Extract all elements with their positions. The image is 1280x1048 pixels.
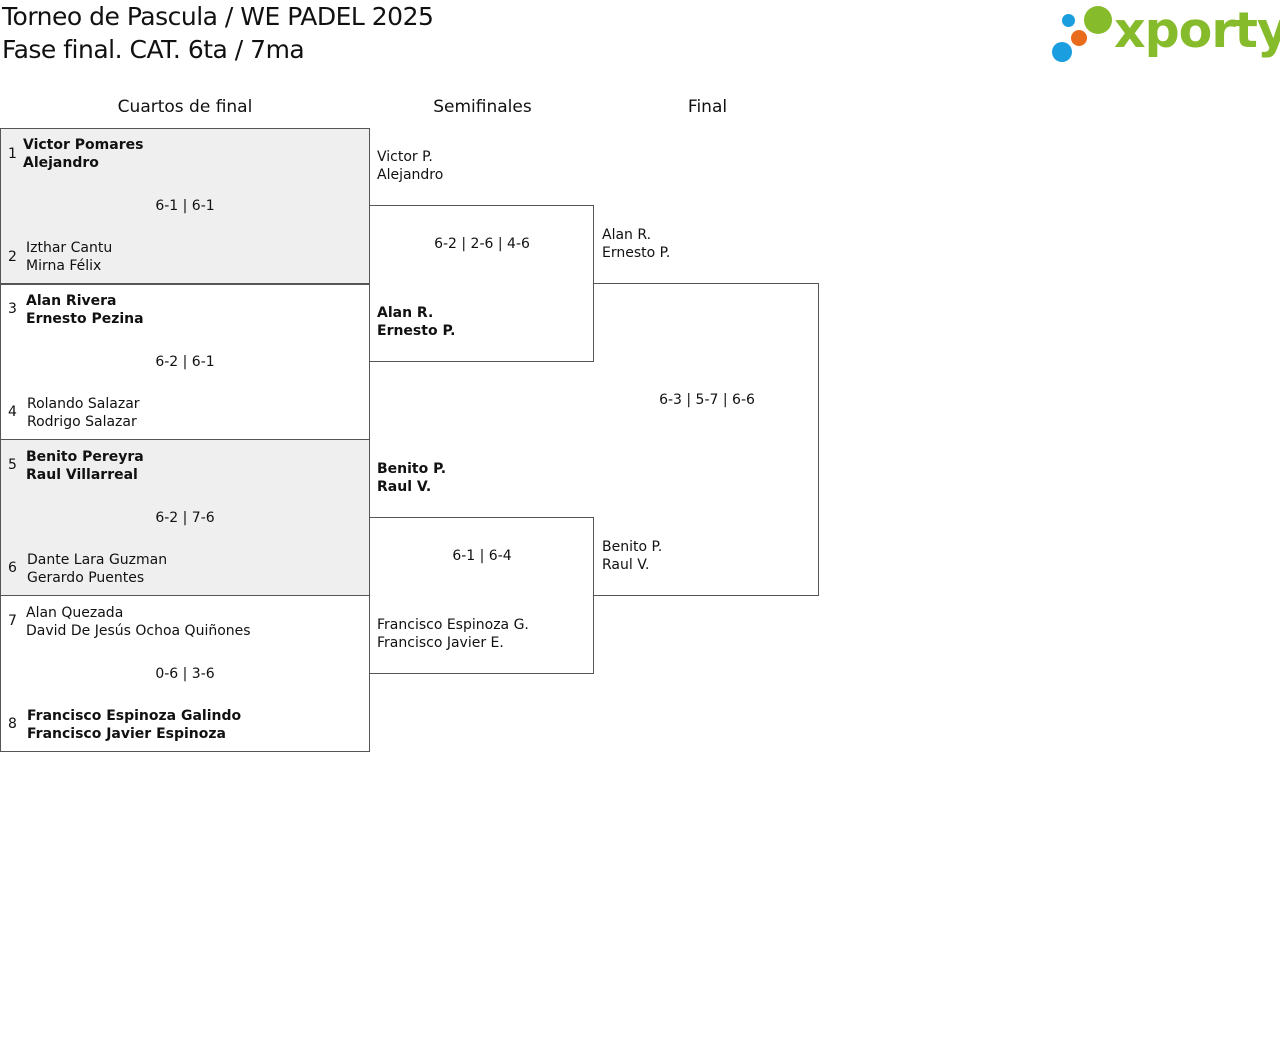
sf2-bottom-team: Francisco Espinoza G. Francisco Javier E…: [377, 616, 529, 652]
qf1-top-team: Victor Pomares Alejandro: [23, 136, 143, 172]
player-name: Alan R.: [602, 227, 652, 243]
logo-dot-green: [1084, 6, 1112, 34]
final-bottom-team: Benito P. Raul V.: [602, 538, 662, 574]
phase-title: Fase final. CAT. 6ta / 7ma: [2, 35, 305, 64]
player-name: Victor P.: [377, 149, 433, 165]
sf1-top-team: Victor P. Alejandro: [377, 148, 443, 184]
seed-number: 6: [8, 560, 17, 576]
quarterfinal-match-2: 3 Alan Rivera Ernesto Pezina 6-2 | 6-1 4…: [0, 283, 370, 440]
round-title-quarterfinals: Cuartos de final: [117, 97, 253, 117]
seed-number: 2: [8, 249, 17, 265]
quarterfinal-match-3: 5 Benito Pereyra Raul Villarreal 6-2 | 7…: [0, 439, 370, 596]
qf4-bottom-team: Francisco Espinoza Galindo Francisco Jav…: [27, 707, 241, 743]
qf3-top-team: Benito Pereyra Raul Villarreal: [26, 448, 144, 484]
seed-number: 4: [8, 404, 17, 420]
player-name: Benito P.: [602, 539, 663, 555]
player-name: Ernesto P.: [602, 245, 671, 261]
player-name: Alan R.: [377, 305, 434, 321]
qf2-bottom-team: Rolando Salazar Rodrigo Salazar: [27, 395, 140, 431]
player-name: Alan Rivera: [26, 293, 117, 309]
final-top-team: Alan R. Ernesto P.: [602, 226, 670, 262]
sf1-match-score: 6-2 | 2-6 | 4-6: [434, 236, 530, 252]
player-name: Rolando Salazar: [27, 396, 140, 412]
player-name: Raul V.: [377, 479, 432, 495]
player-name: Alejandro: [23, 155, 99, 171]
player-name: David De Jesús Ochoa Quiñones: [26, 623, 251, 639]
player-name: Alejandro: [377, 167, 444, 183]
quarterfinal-match-1: 1 Victor Pomares Alejandro 6-1 | 6-1 2 I…: [0, 128, 370, 285]
final-match-score: 6-3 | 5-7 | 6-6: [659, 392, 755, 408]
qf2-top-team: Alan Rivera Ernesto Pezina: [26, 292, 144, 328]
xporty-logo: xporty: [1050, 2, 1280, 68]
seed-number: 8: [8, 716, 17, 732]
seed-number: 1: [8, 146, 17, 162]
sf2-match-score: 6-1 | 6-4: [452, 548, 512, 564]
final-match-connector: [594, 283, 819, 596]
player-name: Ernesto P.: [377, 323, 456, 339]
player-name: Dante Lara Guzman: [27, 552, 168, 568]
match-score: 6-2 | 6-1: [155, 354, 215, 370]
player-name: Victor Pomares: [23, 137, 144, 153]
tournament-title: Torneo de Pascula / WE PADEL 2025: [2, 2, 434, 31]
match-score: 0-6 | 3-6: [155, 666, 215, 682]
sf2-top-team: Benito P. Raul V.: [377, 460, 446, 496]
player-name: Benito Pereyra: [26, 449, 144, 465]
player-name: Francisco Espinoza G.: [377, 617, 529, 633]
player-name: Mirna Félix: [26, 258, 102, 274]
player-name: Francisco Javier Espinoza: [27, 726, 226, 742]
semifinal-match-1-connector: [369, 205, 594, 362]
player-name: Alan Quezada: [26, 605, 124, 621]
round-title-final: Final: [687, 97, 728, 117]
player-name: Francisco Espinoza Galindo: [27, 708, 242, 724]
logo-wordmark: xporty: [1114, 2, 1280, 59]
round-title-semifinals: Semifinales: [433, 97, 532, 117]
player-name: Raul Villarreal: [26, 467, 138, 483]
qf4-top-team: Alan Quezada David De Jesús Ochoa Quiñon…: [26, 604, 251, 640]
semifinal-match-2-connector: [369, 517, 594, 674]
seed-number: 3: [8, 301, 17, 317]
seed-number: 7: [8, 613, 17, 629]
logo-dot-blue-large: [1052, 42, 1072, 62]
logo-dot-orange: [1071, 30, 1087, 46]
match-score: 6-1 | 6-1: [155, 198, 215, 214]
player-name: Raul V.: [602, 557, 650, 573]
player-name: Gerardo Puentes: [27, 570, 145, 586]
player-name: Francisco Javier E.: [377, 635, 504, 651]
sf1-bottom-team: Alan R. Ernesto P.: [377, 304, 455, 340]
player-name: Benito P.: [377, 461, 447, 477]
match-score: 6-2 | 7-6: [155, 510, 215, 526]
qf3-bottom-team: Dante Lara Guzman Gerardo Puentes: [27, 551, 167, 587]
qf1-bottom-team: Izthar Cantu Mirna Félix: [26, 239, 112, 275]
player-name: Izthar Cantu: [26, 240, 113, 256]
player-name: Rodrigo Salazar: [27, 414, 137, 430]
quarterfinal-match-4: 7 Alan Quezada David De Jesús Ochoa Quiñ…: [0, 595, 370, 752]
seed-number: 5: [8, 457, 17, 473]
player-name: Ernesto Pezina: [26, 311, 144, 327]
logo-dot-blue-small: [1062, 14, 1075, 27]
